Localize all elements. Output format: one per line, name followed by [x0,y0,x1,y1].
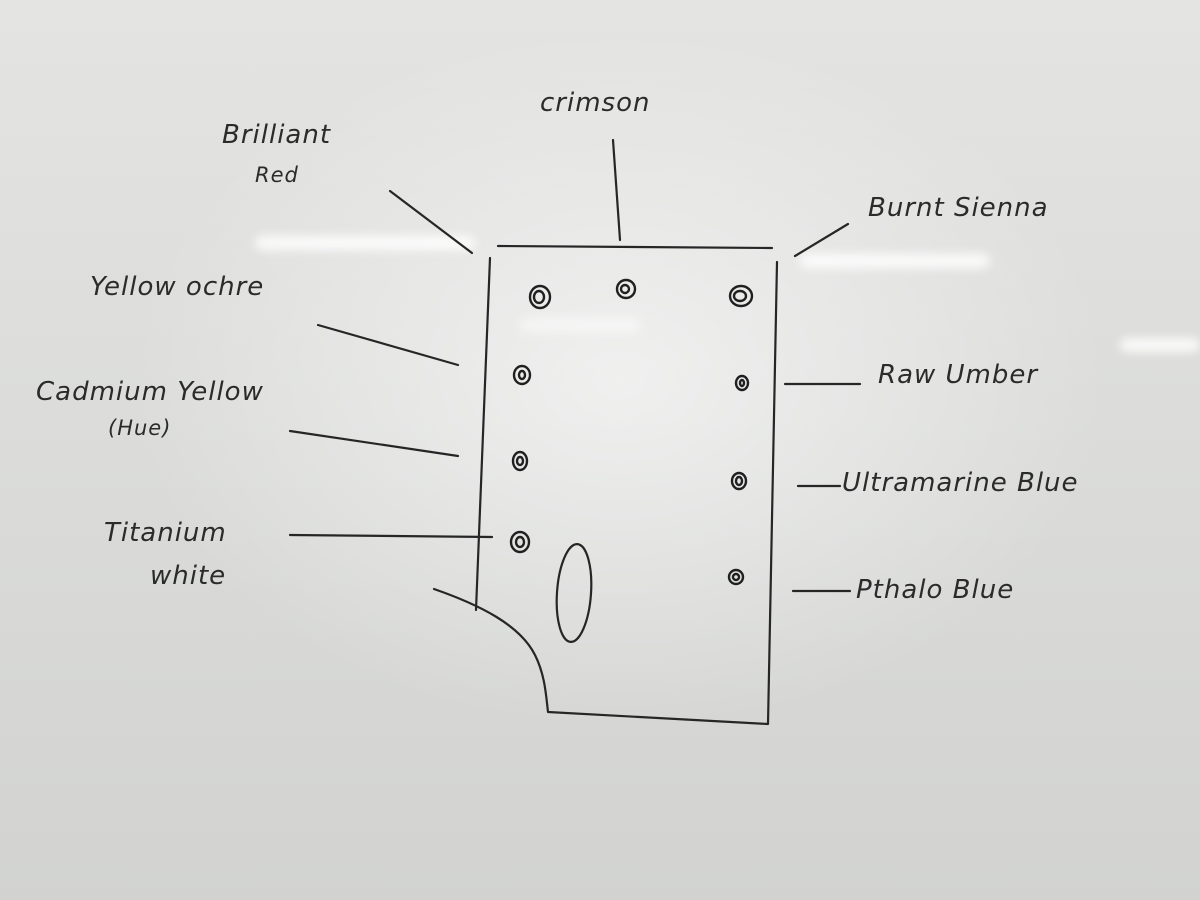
paint-dot-ultramarine-blue [730,471,748,491]
light-reflection [800,254,990,268]
paint-dot-crimson [615,278,637,300]
leader-line-burnt-sienna [793,222,850,258]
paint-dot-cadmium-yellow [511,450,529,472]
paint-dot-titanium-white [509,530,531,554]
label-brilliant-red-line2: Red [255,163,299,187]
label-titanium-white-line2: white [150,561,227,591]
paint-dot-raw-umber [734,374,750,392]
paint-dot-burnt-sienna [728,284,754,308]
palette-outline [432,244,779,726]
label-burnt-sienna: Burnt Sienna [868,193,1049,223]
leader-line-titanium-white [288,533,494,539]
leader-line-brilliant-red [388,189,474,255]
leader-line-yellow-ochre [316,323,460,367]
label-cadmium-yellow-line1: Cadmium Yellow [36,377,264,407]
light-reflection [1120,338,1200,352]
light-reflection [520,318,640,332]
paint-dot-brilliant-red [528,284,552,310]
label-phthalo-blue: Pthalo Blue [856,575,1015,605]
label-ultramarine-blue: Ultramarine Blue [842,468,1079,498]
light-reflection [255,236,475,250]
label-cadmium-yellow-line2: (Hue) [108,416,172,440]
label-titanium-white-line1: Titanium [104,518,227,548]
label-brilliant-red-line1: Brilliant [222,120,332,150]
label-yellow-ochre: Yellow ochre [90,272,265,302]
leader-line-crimson [611,138,622,242]
leader-line-cadmium-yellow [288,429,460,458]
label-crimson: crimson [540,88,651,118]
label-raw-umber: Raw Umber [878,360,1039,390]
paint-dot-phthalo-blue [727,568,745,586]
paint-dot-yellow-ochre [512,364,532,386]
mixing-area [555,543,593,643]
